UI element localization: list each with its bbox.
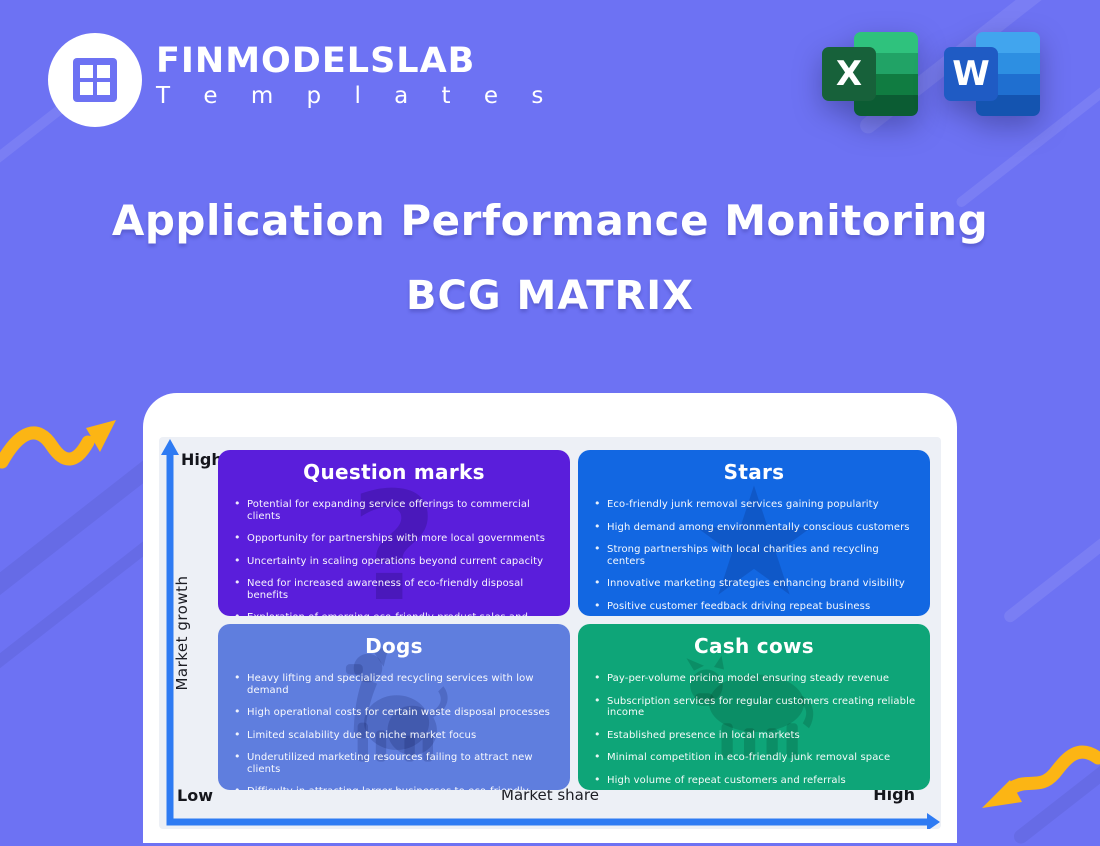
quadrant-bullet: Subscription services for regular custom… xyxy=(594,695,916,719)
page-title-line2: BCG MATRIX xyxy=(405,273,695,319)
quadrant-bullet: Underutilized marketing resources failin… xyxy=(234,751,556,775)
quadrant-bullet: Limited scalability due to niche market … xyxy=(234,729,556,742)
quadrant-cash-cows: Cash cows Pay-per-volume pricing model e… xyxy=(578,624,930,790)
excel-letter: X xyxy=(835,54,863,94)
quadrant-bullet: Pay-per-volume pricing model ensuring st… xyxy=(594,672,916,685)
quadrant-bullet: Minimal competition in eco-friendly junk… xyxy=(594,751,916,764)
brand-subtitle: T e m p l a t e s xyxy=(156,83,557,109)
quadrant-question-marks: ? Question marks Potential for expanding… xyxy=(218,450,570,616)
brand-name: FINMODELSLAB xyxy=(156,41,476,81)
quadrant-title: Dogs xyxy=(365,634,423,658)
y-axis-high-label: High xyxy=(181,450,223,469)
background-streak xyxy=(0,533,161,679)
quadrant-bullet: Difficulty in attracting larger business… xyxy=(234,785,556,790)
y-axis-arrowhead-icon xyxy=(161,439,179,455)
quadrant-bullet-list: Pay-per-volume pricing model ensuring st… xyxy=(578,672,930,787)
background-streak xyxy=(1011,687,1100,846)
brand-text: FINMODELSLAB T e m p l a t e s xyxy=(156,44,556,108)
quadrant-bullet-list: Potential for expanding service offering… xyxy=(218,498,570,616)
squiggle-arrow-down-left-icon xyxy=(982,745,1100,808)
quadrant-bullet: Need for increased awareness of eco-frie… xyxy=(234,577,556,601)
page-title: Application Performance Monitoring BCG M… xyxy=(0,196,1100,319)
quadrant-bullet: Innovative marketing strategies enhancin… xyxy=(594,577,916,590)
quadrant-title: Stars xyxy=(723,460,785,484)
brand-logo xyxy=(48,33,142,127)
word-file-icon: W xyxy=(944,30,1044,120)
squiggle-arrow-up-right-icon xyxy=(0,420,116,469)
quadrant-bullet: Positive customer feedback driving repea… xyxy=(594,600,916,613)
bcg-matrix-card: High Low Market growth Market share High… xyxy=(143,393,957,843)
quadrant-bullet: Exploration of emerging eco-friendly pro… xyxy=(234,611,556,616)
quadrant-title: Question marks xyxy=(303,460,485,484)
quadrant-grid: ? Question marks Potential for expanding… xyxy=(218,450,930,790)
excel-file-icon: X xyxy=(822,30,922,120)
word-letter-tile: W xyxy=(944,47,998,101)
quadrant-bullet-list: Heavy lifting and specialized recycling … xyxy=(218,672,570,790)
quadrant-bullet: Opportunity for partnerships with more l… xyxy=(234,532,556,545)
page-title-line1: Application Performance Monitoring xyxy=(111,196,989,245)
quadrant-bullet-list: Eco-friendly junk removal services gaini… xyxy=(578,498,930,613)
quadrant-bullet: Eco-friendly junk removal services gaini… xyxy=(594,498,916,511)
x-axis-arrowhead-icon xyxy=(927,813,940,829)
quadrant-bullet: High demand among environmentally consci… xyxy=(594,521,916,534)
quadrant-title: Cash cows xyxy=(694,634,814,658)
word-letter: W xyxy=(952,54,990,94)
background-streak xyxy=(1001,467,1100,625)
quadrant-bullet: Heavy lifting and specialized recycling … xyxy=(234,672,556,696)
x-axis-title: Market share xyxy=(501,786,599,804)
bcg-matrix-plot-area: High Low Market growth Market share High… xyxy=(159,437,941,829)
quadrant-bullet: Potential for expanding service offering… xyxy=(234,498,556,522)
excel-letter-tile: X xyxy=(822,47,876,101)
quadrant-stars: ★ Stars Eco-friendly junk removal servic… xyxy=(578,450,930,616)
y-axis-low-label: Low xyxy=(177,786,213,805)
quadrant-dogs: Dogs Heavy lifting and specialized recyc… xyxy=(218,624,570,790)
quadrant-bullet: Uncertainty in scaling operations beyond… xyxy=(234,555,556,568)
grid-window-icon xyxy=(73,58,117,102)
y-axis-title: Market growth xyxy=(173,575,191,691)
axis-lines xyxy=(166,453,929,826)
quadrant-bullet: High volume of repeat customers and refe… xyxy=(594,774,916,787)
quadrant-bullet: Strong partnerships with local charities… xyxy=(594,543,916,567)
axes xyxy=(161,439,940,829)
quadrant-bullet: High operational costs for certain waste… xyxy=(234,706,556,719)
quadrant-bullet: Established presence in local markets xyxy=(594,729,916,742)
